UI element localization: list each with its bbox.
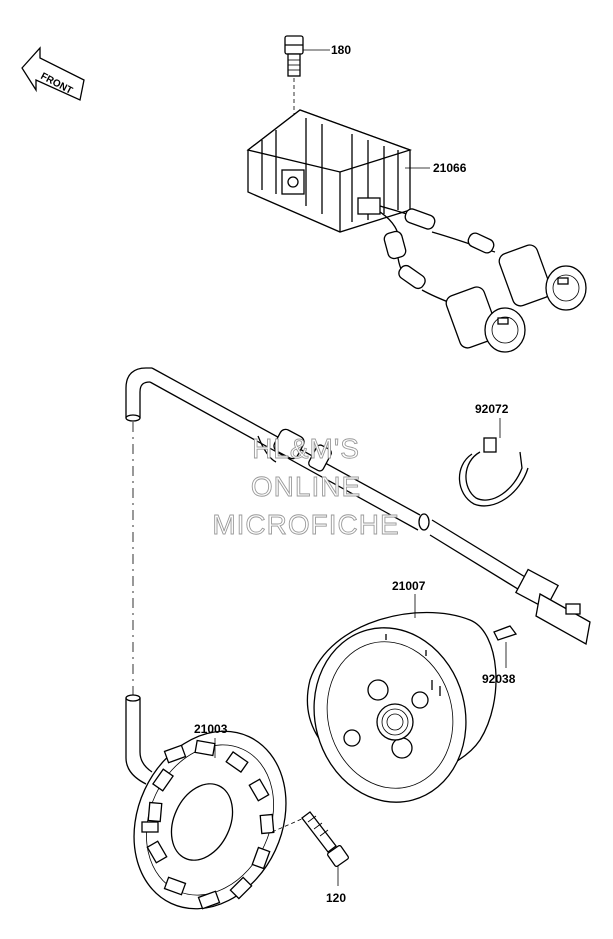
watermark: HL&M'S ONLINE MICROFICHE — [212, 433, 399, 541]
regulator-rectifier[interactable] — [246, 109, 587, 353]
label-120[interactable]: 120 — [326, 891, 346, 905]
watermark-line-3: MICROFICHE — [212, 509, 399, 540]
woodruff-key[interactable] — [493, 625, 518, 641]
clamp[interactable] — [458, 437, 529, 507]
flywheel-rotor[interactable] — [295, 611, 497, 820]
label-92072[interactable]: 92072 — [475, 402, 509, 416]
wire-harness[interactable] — [125, 367, 591, 785]
label-21003[interactable]: 21003 — [194, 722, 228, 736]
front-arrow-icon: FRONT — [21, 46, 85, 101]
label-21066[interactable]: 21066 — [433, 161, 467, 175]
watermark-line-1: HL&M'S — [252, 433, 360, 464]
stator[interactable] — [106, 706, 314, 934]
label-180[interactable]: 180 — [331, 43, 351, 57]
label-92038[interactable]: 92038 — [482, 672, 516, 686]
watermark-line-2: ONLINE — [251, 471, 361, 502]
label-21007[interactable]: 21007 — [392, 579, 426, 593]
bolt-120[interactable] — [271, 811, 350, 868]
